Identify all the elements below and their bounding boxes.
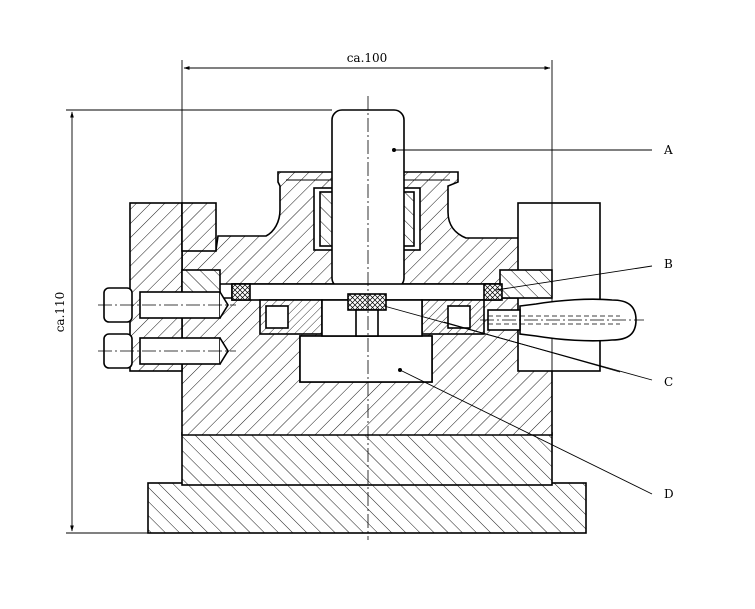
seat-plate <box>231 283 503 301</box>
height-dimension: ca.110 <box>53 109 332 534</box>
inner-insert <box>259 293 485 337</box>
base-plate <box>147 482 587 534</box>
left-screw-lower <box>98 333 236 369</box>
width-label: ca.100 <box>347 51 388 65</box>
element-c <box>347 293 387 311</box>
seal-b <box>483 283 503 301</box>
left-screw-upper <box>98 287 236 323</box>
label-b: B <box>664 257 673 271</box>
right-bolt <box>480 298 644 342</box>
right-clamp-block <box>499 202 601 372</box>
label-a: A <box>663 143 673 157</box>
lower-body <box>181 432 553 486</box>
label-d: D <box>664 487 674 501</box>
label-c: C <box>664 375 673 389</box>
height-label: ca.110 <box>53 292 67 333</box>
leader-lines <box>383 148 653 495</box>
seal-left <box>231 283 251 301</box>
cavity-d <box>299 335 433 383</box>
width-dimension: ca.100 <box>181 51 553 250</box>
